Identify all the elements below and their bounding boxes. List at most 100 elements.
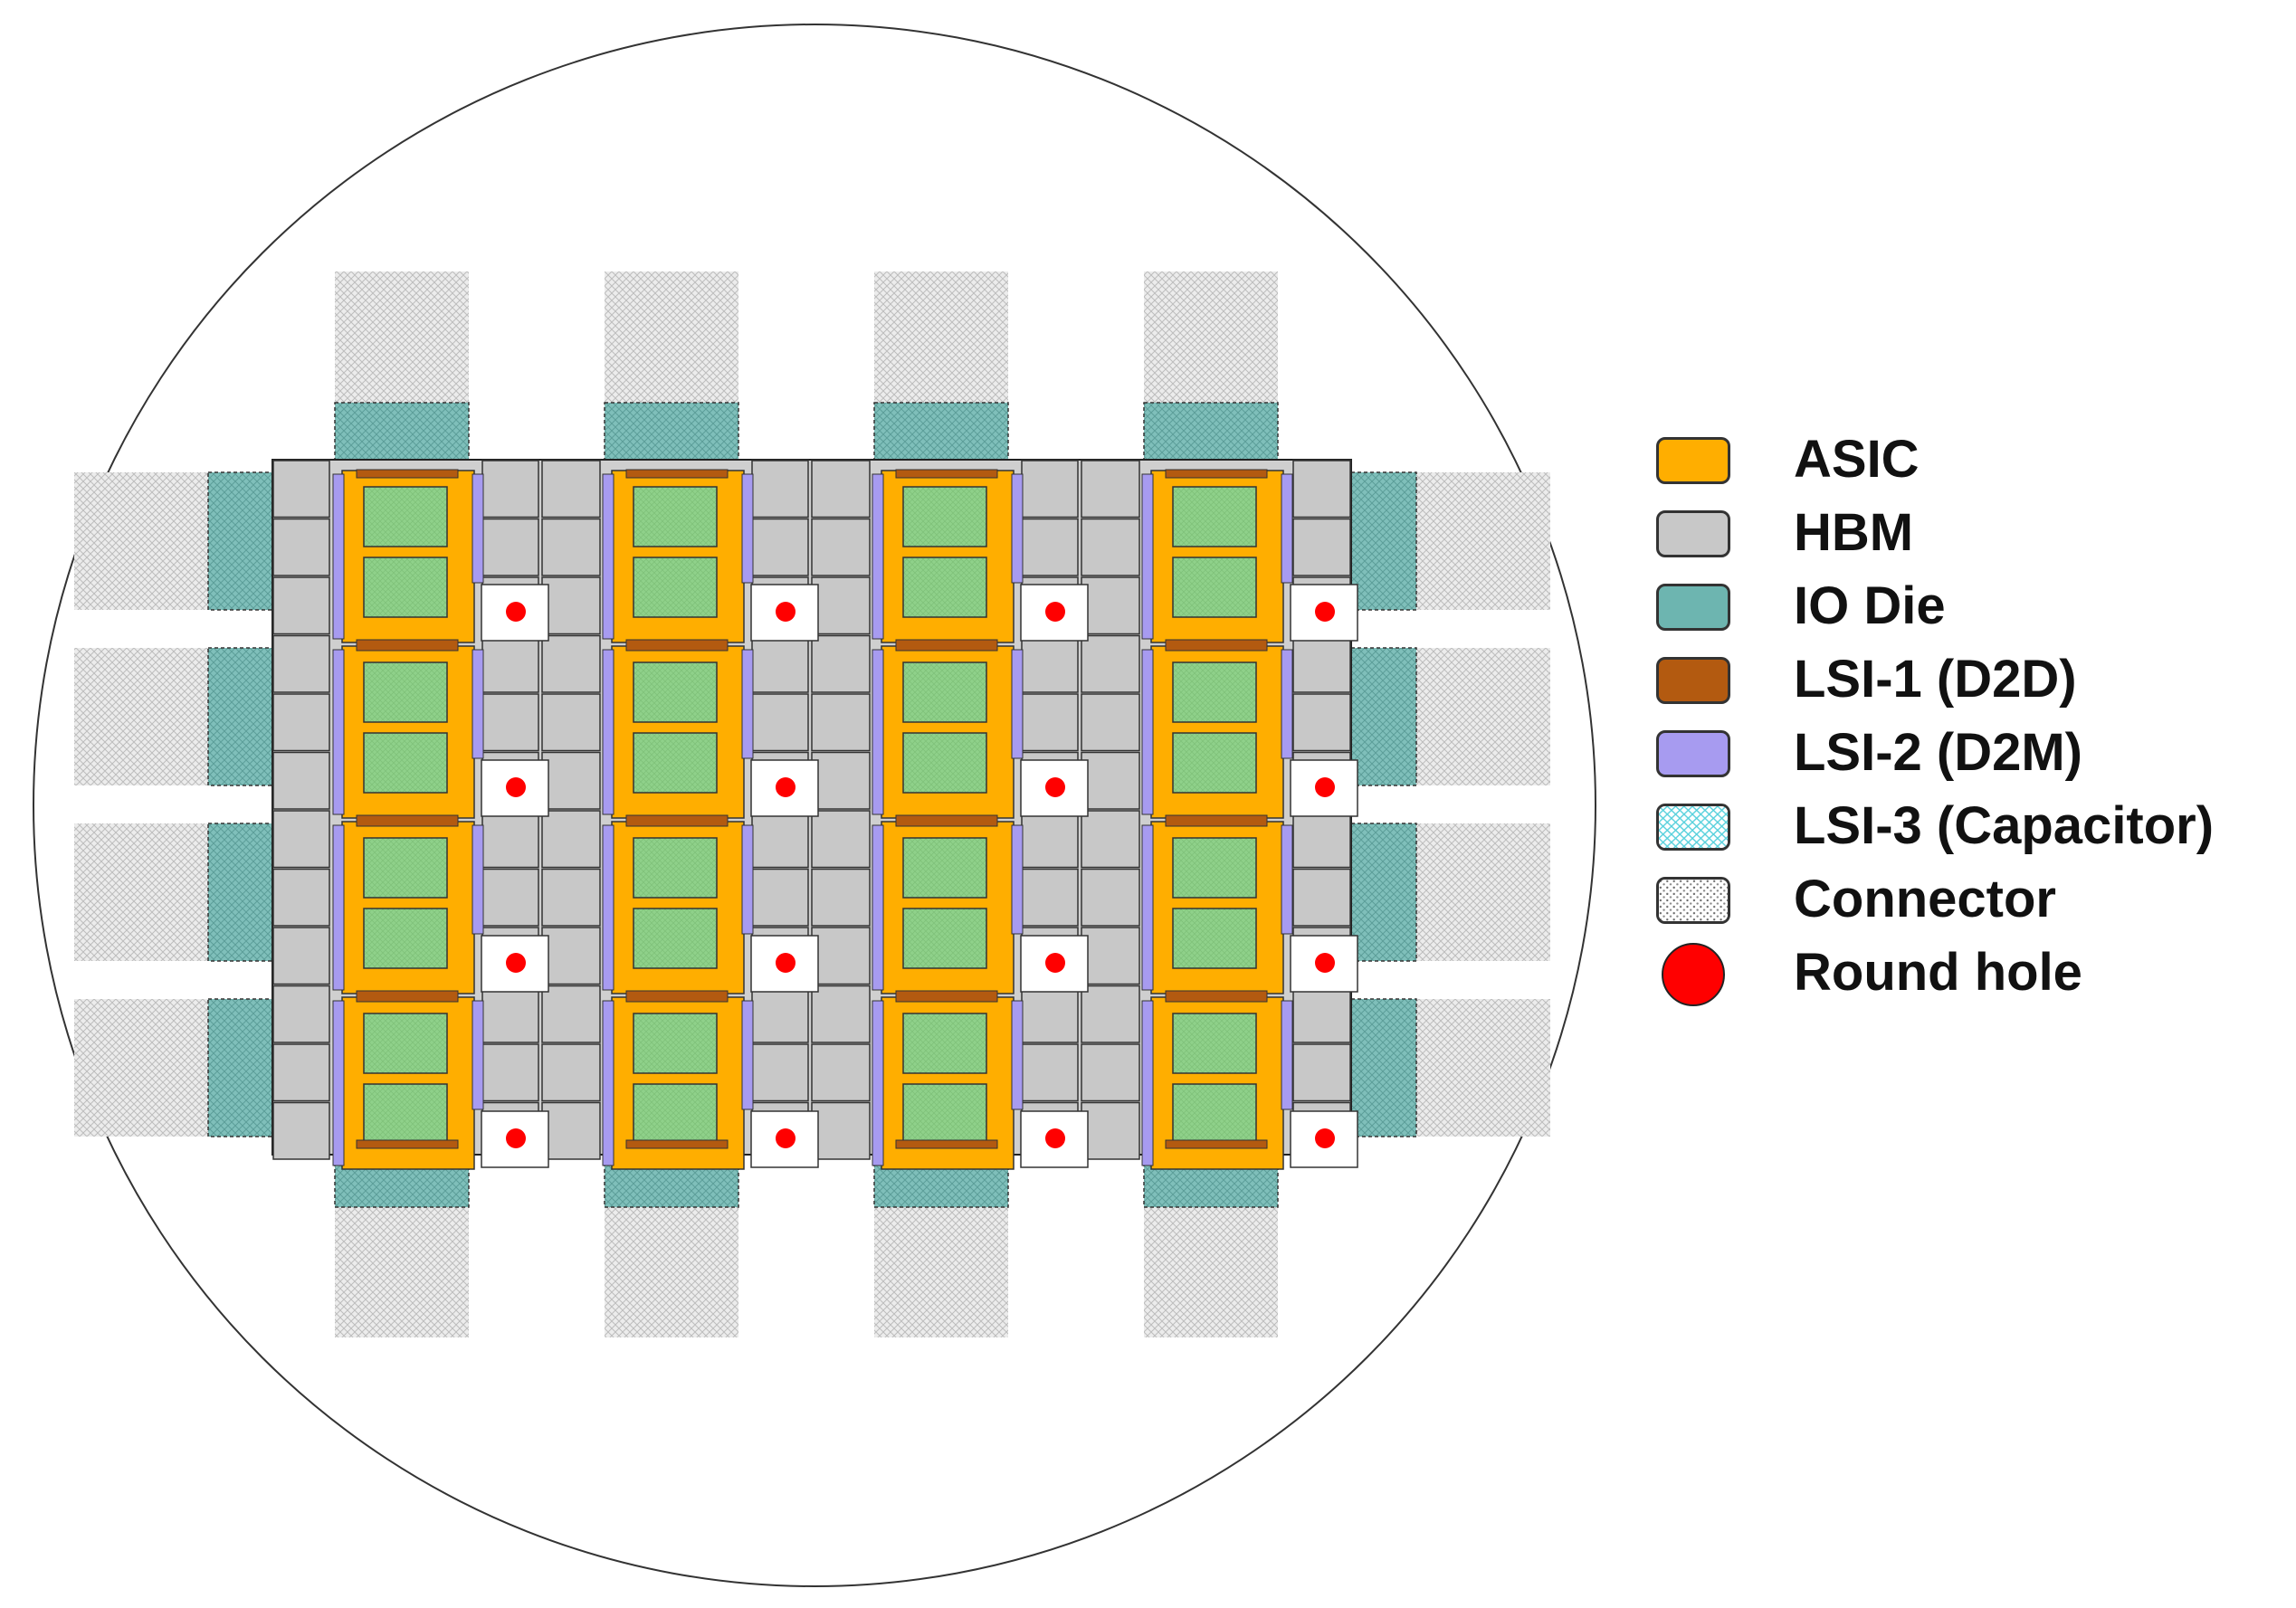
hbm-die [1081, 1043, 1140, 1102]
hbm-die [541, 868, 601, 927]
compute-die [633, 661, 718, 723]
lsi-2-bridge [602, 473, 614, 640]
top-io-die [1143, 402, 1279, 461]
hbm-die [1021, 985, 1079, 1043]
hbm-die [1292, 634, 1351, 693]
compute-die [363, 837, 448, 899]
hbm-die [541, 693, 601, 752]
round-hole [776, 602, 796, 622]
left-connector [74, 999, 208, 1137]
legend-label: ASIC [1794, 430, 1920, 489]
right-io-die [1350, 998, 1417, 1137]
right-io-die [1350, 647, 1417, 786]
hbm-die [1292, 693, 1351, 752]
hbm-die [1081, 518, 1140, 576]
hbm-die [481, 518, 539, 576]
bottom-connector [335, 1204, 469, 1337]
legend-label: Connector [1794, 870, 2056, 928]
lsi-2-bridge [872, 1000, 884, 1166]
round-hole [1045, 777, 1065, 797]
hbm-die [1292, 518, 1351, 576]
lsi-2-swatch [1656, 730, 1730, 777]
hbm-die [811, 576, 871, 635]
lsi-2-bridge [1011, 649, 1024, 759]
hbm-die [272, 927, 330, 985]
hbm-die [751, 693, 809, 752]
lsi-2-bridge [1141, 473, 1154, 640]
hbm-die [481, 1043, 539, 1102]
compute-die [633, 1083, 718, 1145]
hbm-die [481, 634, 539, 693]
legend-label: HBM [1794, 503, 1914, 562]
hbm-die [811, 1043, 871, 1102]
hbm-die [272, 634, 330, 693]
hbm-die [751, 810, 809, 869]
hbm-die [481, 985, 539, 1043]
lsi-1-bridge [625, 1139, 729, 1149]
round-hole [1315, 953, 1335, 973]
round-hole-swatch [1662, 943, 1725, 1006]
compute-die [363, 557, 448, 618]
left-io-die [207, 998, 273, 1137]
compute-die [902, 732, 987, 794]
round-hole [776, 777, 796, 797]
hbm-die [1021, 868, 1079, 927]
lsi-2-bridge [872, 649, 884, 815]
compute-die [1172, 557, 1257, 618]
lsi-1-bridge [625, 469, 729, 479]
legend-label: IO Die [1794, 576, 1946, 635]
right-io-die [1350, 823, 1417, 962]
compute-die [902, 1083, 987, 1145]
compute-die [363, 1013, 448, 1074]
hbm-die [1021, 518, 1079, 576]
hbm-die [1292, 460, 1351, 519]
hbm-die [272, 751, 330, 810]
compute-die [633, 486, 718, 547]
lsi-2-bridge [472, 824, 484, 935]
hbm-die [1081, 927, 1140, 985]
lsi-2-bridge [332, 824, 345, 991]
hbm-die [272, 518, 330, 576]
hbm-die [1081, 693, 1140, 752]
legend-label: LSI-2 (D2M) [1794, 723, 2082, 782]
lsi-1-bridge [356, 469, 459, 479]
lsi-1-bridge [895, 814, 998, 827]
lsi-2-bridge [472, 1000, 484, 1110]
lsi-2-bridge [472, 649, 484, 759]
compute-die [902, 908, 987, 969]
hbm-die [1021, 693, 1079, 752]
hbm-die [541, 460, 601, 519]
hbm-die [1081, 634, 1140, 693]
lsi-1-bridge [356, 990, 459, 1003]
hbm-die [811, 751, 871, 810]
top-io-die [334, 402, 470, 461]
left-io-die [207, 471, 273, 611]
round-hole-cell [750, 759, 819, 817]
compute-die [633, 557, 718, 618]
asic-columns-layer [332, 469, 1293, 1170]
hbm-die [811, 985, 871, 1043]
compute-die [1172, 486, 1257, 547]
hbm-die [1021, 460, 1079, 519]
lsi-1-bridge [356, 814, 459, 827]
compute-die [1172, 1083, 1257, 1145]
lsi-2-bridge [1011, 1000, 1024, 1110]
round-hole [1315, 1128, 1335, 1148]
legend-label: Round hole [1794, 943, 2082, 1002]
round-hole [1045, 602, 1065, 622]
lsi-2-bridge [872, 824, 884, 991]
right-connector [1416, 472, 1550, 610]
hbm-die [811, 868, 871, 927]
hbm-die [272, 868, 330, 927]
legend-label: LSI-3 (Capacitor) [1794, 796, 2215, 855]
hbm-die [751, 1043, 809, 1102]
compute-die [902, 661, 987, 723]
lsi-2-bridge [872, 473, 884, 640]
hbm-die [1292, 985, 1351, 1043]
lsi-2-bridge [1141, 1000, 1154, 1166]
compute-die [1172, 732, 1257, 794]
lsi-2-bridge [741, 473, 754, 584]
hbm-die [541, 751, 601, 810]
hbm-die [1021, 634, 1079, 693]
